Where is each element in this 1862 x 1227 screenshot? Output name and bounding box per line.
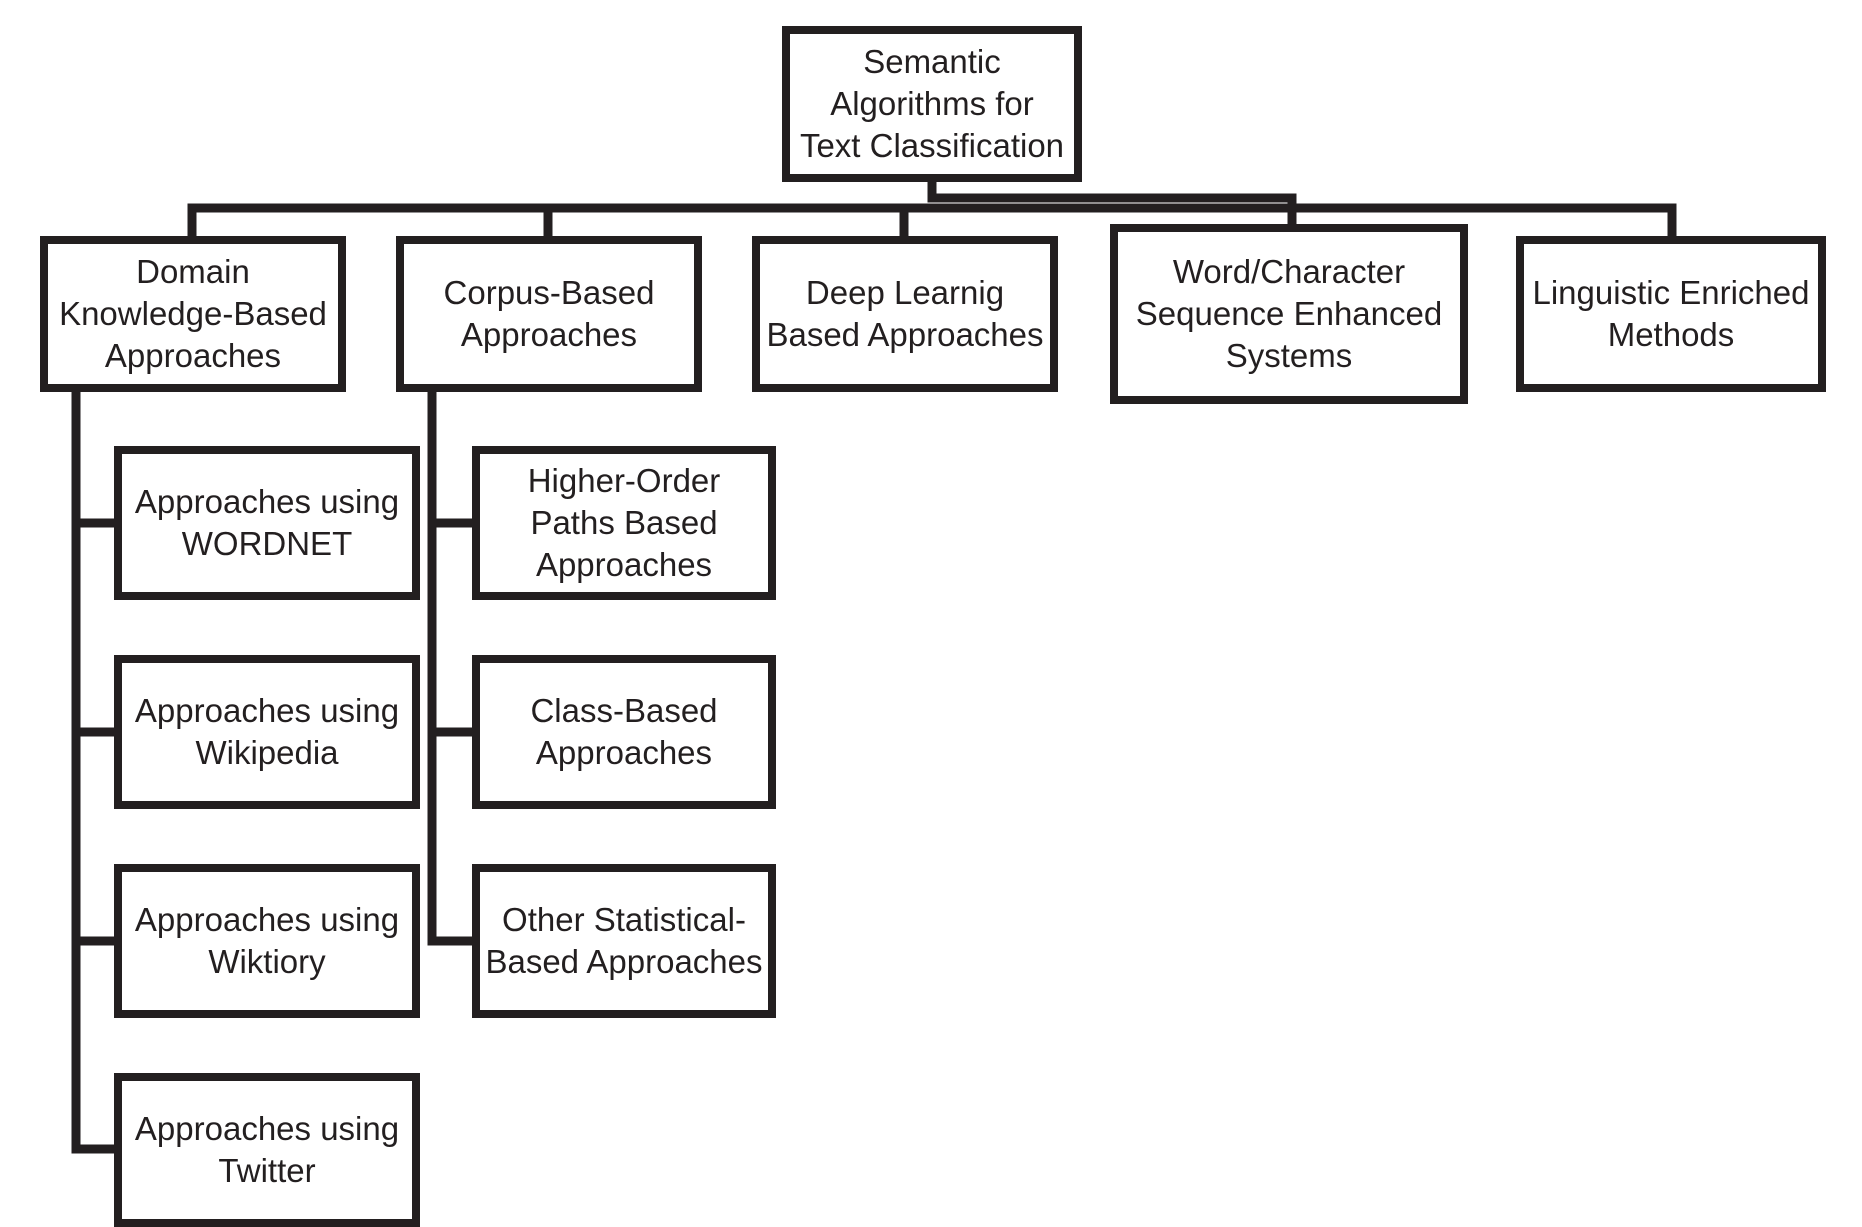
node-higher-order-paths: Higher-Order Paths Based Approaches — [472, 446, 776, 600]
root-node-label: Semantic Algorithms for Text Classificat… — [799, 43, 1065, 164]
node-higher-order-paths-label: Higher-Order Paths Based Approaches — [527, 462, 721, 583]
root-node: Semantic Algorithms for Text Classificat… — [782, 26, 1082, 182]
category-linguistic-enriched-label: Linguistic Enriched Methods — [1532, 274, 1810, 353]
category-linguistic-enriched: Linguistic Enriched Methods — [1516, 236, 1826, 392]
domain-spine — [71, 381, 125, 1154]
corpus-spine — [427, 381, 483, 946]
node-class-based: Class-Based Approaches — [472, 655, 776, 809]
category-deep-learning-label: Deep Learnig Based Approaches — [766, 274, 1044, 353]
node-wiktionary-label: Approaches using Wiktiory — [134, 901, 400, 980]
node-twitter-label: Approaches using Twitter — [134, 1110, 400, 1189]
node-wikipedia: Approaches using Wikipedia — [114, 655, 420, 809]
sequence-connector — [927, 193, 1297, 233]
node-class-based-label: Class-Based Approaches — [530, 692, 718, 771]
node-wordnet: Approaches using WORDNET — [114, 446, 420, 600]
category-deep-learning: Deep Learnig Based Approaches — [752, 236, 1058, 392]
category-corpus-based: Corpus-Based Approaches — [396, 236, 702, 392]
category-corpus-based-label: Corpus-Based Approaches — [443, 274, 655, 353]
category-domain-knowledge-label: Domain Knowledge-Based Approaches — [59, 253, 327, 374]
node-wikipedia-label: Approaches using Wikipedia — [134, 692, 400, 771]
node-twitter: Approaches using Twitter — [114, 1073, 420, 1227]
category-sequence-enhanced-label: Word/Character Sequence Enhanced Systems — [1135, 253, 1443, 374]
node-other-statistical-label: Other Statistical- Based Approaches — [485, 901, 763, 980]
node-wordnet-label: Approaches using WORDNET — [134, 483, 400, 562]
category-sequence-enhanced: Word/Character Sequence Enhanced Systems — [1110, 224, 1468, 404]
node-other-statistical: Other Statistical- Based Approaches — [472, 864, 776, 1018]
node-wiktionary: Approaches using Wiktiory — [114, 864, 420, 1018]
category-domain-knowledge: Domain Knowledge-Based Approaches — [40, 236, 346, 392]
